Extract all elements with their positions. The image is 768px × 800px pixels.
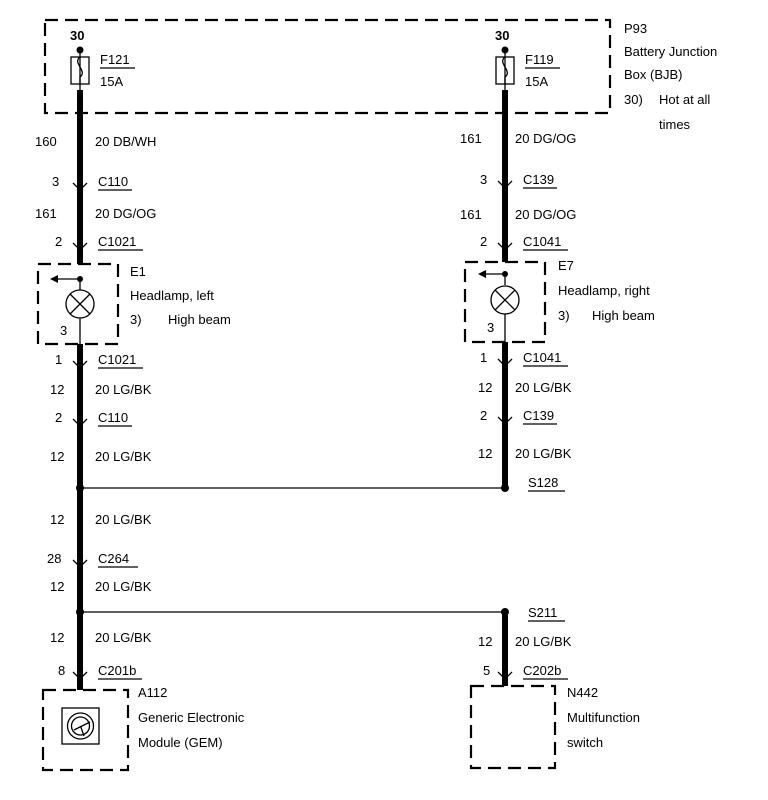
wire-20-lg-bk-right-c: 20 LG/BK (515, 634, 572, 649)
circuit-12-right-a: 12 (478, 380, 492, 395)
connector-c201b: C201b (98, 663, 136, 678)
headlamp-left-name: Headlamp, left (130, 288, 214, 303)
circuit-12-left-c: 12 (50, 512, 64, 527)
connector-c202b: C202b (523, 663, 561, 678)
headlamp-right-note-number: 3) (558, 308, 570, 323)
bjb-title-line1: Battery Junction (624, 44, 717, 59)
bjb-note-line1: Hot at all (659, 92, 710, 107)
headlamp-right-name: Headlamp, right (558, 283, 650, 298)
circuit-12-left-e: 12 (50, 630, 64, 645)
pin-c1021-left-lower: 1 (55, 352, 62, 367)
wire-20-lg-bk-left-d: 20 LG/BK (95, 579, 152, 594)
pin-c110-left-lower: 2 (55, 410, 62, 425)
pin-c202b: 5 (483, 663, 490, 678)
connector-c110-arrow (72, 182, 88, 191)
wire-20-lg-bk-right-a: 20 LG/BK (515, 380, 572, 395)
gem-outline (41, 688, 130, 772)
fuse-right-rating: 15A (525, 74, 548, 89)
circuit-12-right-c: 12 (478, 634, 492, 649)
fuse-right-element (502, 56, 508, 84)
headlamp-left-outline (36, 262, 120, 346)
bjb-title-line2: Box (BJB) (624, 67, 683, 82)
switch-line1: Multifunction (567, 710, 640, 725)
circuit-161-right: 161 (460, 131, 482, 146)
pin-c139-right-upper: 3 (480, 172, 487, 187)
headlamp-left-id: E1 (130, 264, 146, 279)
pin-c1041-right-lower: 1 (480, 350, 487, 365)
gem-inner-box (61, 707, 100, 745)
wire-20-dg-og-right: 20 DG/OG (515, 131, 576, 146)
fuse-left-name: F121 (100, 52, 130, 67)
fuse-left-rating: 15A (100, 74, 123, 89)
wire-20-lg-bk-right-b: 20 LG/BK (515, 446, 572, 461)
wire-20-lg-bk-left-b: 20 LG/BK (95, 449, 152, 464)
circuit-12-left-a: 12 (50, 382, 64, 397)
pin-c1021-left-upper: 2 (55, 234, 62, 249)
switch-outline (469, 684, 557, 770)
headlamp-right-pin: 3 (487, 320, 494, 335)
connector-c110-lower: C110 (98, 410, 128, 425)
bjb-right-pin: 30 (495, 28, 509, 43)
gem-line1: Generic Electronic (138, 710, 245, 725)
headlamp-left-note: High beam (168, 312, 231, 327)
gem-id: A112 (138, 685, 167, 700)
steering-wheel-icon (66, 712, 95, 740)
pin-c264: 28 (47, 551, 61, 566)
headlamp-right-id: E7 (558, 258, 574, 273)
circuit-12-left-b: 12 (50, 449, 64, 464)
bjb-outline (43, 18, 612, 115)
bjb-id: P93 (624, 21, 647, 36)
wire-20-dg-og-right-b: 20 DG/OG (515, 207, 576, 222)
pin-c1041-right-upper: 2 (480, 234, 487, 249)
splice-s128-label: S128 (528, 475, 558, 490)
pin-c110-left-upper: 3 (52, 174, 59, 189)
headlamp-right-arrow-icon (478, 270, 486, 278)
headlamp-left-note-number: 3) (130, 312, 142, 327)
wire-20-lg-bk-left-c: 20 LG/BK (95, 512, 152, 527)
fuse-right-name: F119 (525, 52, 554, 67)
wire-20-lg-bk-left-e: 20 LG/BK (95, 630, 152, 645)
connector-c1021-upper: C1021 (98, 234, 136, 249)
connector-c139-lower: C139 (523, 408, 554, 423)
connector-c110: C110 (98, 174, 128, 189)
pin-c201b: 8 (58, 663, 65, 678)
connector-c1041-upper: C1041 (523, 234, 561, 249)
splice-s128-node (501, 484, 509, 492)
circuit-12-right-b: 12 (478, 446, 492, 461)
bjb-left-pin: 30 (70, 28, 84, 43)
circuit-161-right-b: 161 (460, 207, 482, 222)
headlamp-left-pin: 3 (60, 323, 67, 338)
wire-20-db-wh: 20 DB/WH (95, 134, 156, 149)
connector-c1041-lower: C1041 (523, 350, 561, 365)
connector-c139-upper: C139 (523, 172, 554, 187)
connector-c1021-lower: C1021 (98, 352, 136, 367)
connector-c264: C264 (98, 551, 129, 566)
wire-20-dg-og-left: 20 DG/OG (95, 206, 156, 221)
wire-20-lg-bk-left-a: 20 LG/BK (95, 382, 152, 397)
circuit-161-left: 161 (35, 206, 57, 221)
headlamp-right-note: High beam (592, 308, 655, 323)
switch-line2: switch (567, 735, 603, 750)
fuse-left-element (77, 56, 83, 84)
circuit-160: 160 (35, 134, 57, 149)
circuit-12-left-d: 12 (50, 579, 64, 594)
switch-id: N442 (567, 685, 598, 700)
pin-c139-right-lower: 2 (480, 408, 487, 423)
headlamp-left-arrow-icon (50, 275, 58, 283)
gem-line2: Module (GEM) (138, 735, 223, 750)
splice-s211-label: S211 (528, 605, 557, 620)
bjb-note-line2: times (659, 117, 691, 132)
bjb-note-number: 30) (624, 92, 643, 107)
